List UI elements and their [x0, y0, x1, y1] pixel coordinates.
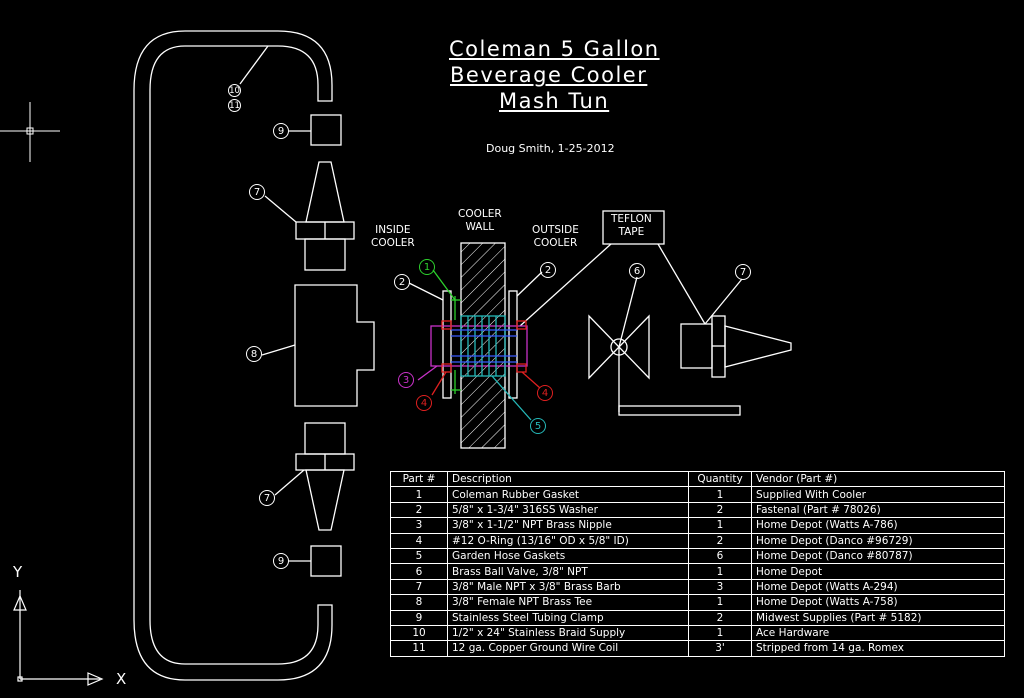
- bom-cell: 8: [390, 594, 448, 611]
- bom-header-quantity: Quantity: [688, 470, 752, 488]
- bom-cell: 1: [390, 486, 448, 503]
- callout-3: 3: [398, 372, 414, 388]
- bom-header-row: Part # Description Quantity Vendor (Part…: [390, 470, 1005, 488]
- bom-cell: 1/2" x 24" Stainless Braid Supply: [447, 624, 689, 642]
- bom-cell: #12 O-Ring (13/16" OD x 5/8" ID): [447, 532, 689, 549]
- bom-header-vendor: Vendor (Part #): [751, 470, 1005, 488]
- callout-11: 11: [228, 99, 241, 112]
- clamp-top: [310, 114, 342, 146]
- braid-loop: [133, 30, 333, 681]
- callout-4-inside: 4: [416, 395, 432, 411]
- bom-cell: 1: [688, 624, 752, 642]
- bom-cell: Stainless Steel Tubing Clamp: [447, 609, 689, 626]
- bom-cell: 1: [688, 563, 752, 580]
- title-line-3: Mash Tun: [499, 89, 610, 113]
- barb-bottom: [304, 422, 346, 455]
- bom-cell: 1: [688, 486, 752, 503]
- bom-cell: 10: [390, 624, 448, 642]
- ucs-y-label: Y: [13, 563, 23, 581]
- bom-cell: Home Depot (Watts A-294): [751, 578, 1005, 596]
- bill-of-materials: Part # Description Quantity Vendor (Part…: [390, 470, 1005, 657]
- callout-7-top: 7: [249, 184, 265, 200]
- bom-cell: 9: [390, 609, 448, 626]
- bom-cell: Supplied With Cooler: [751, 486, 1005, 503]
- bom-header-description: Description: [447, 470, 689, 488]
- clamp-bottom: [310, 545, 342, 577]
- bom-cell: Fastenal (Part # 78026): [751, 501, 1005, 519]
- bom-cell: Home Depot (Watts A-786): [751, 517, 1005, 534]
- barb-right: [680, 323, 713, 369]
- bom-cell: 3: [688, 578, 752, 596]
- callout-2-inside: 2: [394, 274, 410, 290]
- callout-5: 5: [530, 418, 546, 434]
- title-line-2: Beverage Cooler: [450, 63, 648, 87]
- callout-7-right: 7: [735, 264, 751, 280]
- bom-cell: Home Depot: [751, 563, 1005, 580]
- bom-cell: Ace Hardware: [751, 624, 1005, 642]
- bom-cell: 7: [390, 578, 448, 596]
- bom-cell: 1: [688, 594, 752, 611]
- bom-cell: 6: [390, 563, 448, 580]
- title-line-1: Coleman 5 Gallon: [449, 37, 660, 61]
- bom-cell: Garden Hose Gaskets: [447, 547, 689, 565]
- callout-7-bottom: 7: [259, 490, 275, 506]
- bom-cell: 5: [390, 547, 448, 565]
- barb-top: [305, 161, 345, 223]
- callout-1: 1: [419, 259, 435, 275]
- bom-cell: 11: [390, 640, 448, 657]
- bom-cell: 3/8" x 1-1/2" NPT Brass Nipple: [447, 517, 689, 534]
- author-date: Doug Smith, 1-25-2012: [486, 142, 615, 155]
- bom-cell: 12 ga. Copper Ground Wire Coil: [447, 640, 689, 657]
- bom-cell: 6: [688, 547, 752, 565]
- bom-cell: 3/8" Male NPT x 3/8" Brass Barb: [447, 578, 689, 596]
- callout-9-top: 9: [273, 123, 289, 139]
- ball-valve: [588, 314, 650, 380]
- bom-cell: 2: [390, 501, 448, 519]
- callout-6: 6: [629, 263, 645, 279]
- bom-cell: 2: [688, 501, 752, 519]
- bom-cell: Stripped from 14 ga. Romex: [751, 640, 1005, 657]
- bom-cell: 2: [688, 609, 752, 626]
- callout-10: 10: [228, 84, 241, 97]
- bom-cell: 1: [688, 517, 752, 534]
- callout-2-outside: 2: [540, 262, 556, 278]
- bom-cell: 3': [688, 640, 752, 657]
- callout-4-outside: 4: [537, 385, 553, 401]
- bom-cell: 2: [688, 532, 752, 549]
- bom-cell: Brass Ball Valve, 3/8" NPT: [447, 563, 689, 580]
- bom-cell: 3: [390, 517, 448, 534]
- bom-cell: 3/8" Female NPT Brass Tee: [447, 594, 689, 611]
- bom-cell: Midwest Supplies (Part # 5182): [751, 609, 1005, 626]
- callout-8: 8: [246, 346, 262, 362]
- bom-cell: Home Depot (Danco #96729): [751, 532, 1005, 549]
- bom-cell: Home Depot (Watts A-758): [751, 594, 1005, 611]
- bom-cell: Home Depot (Danco #80787): [751, 547, 1005, 565]
- tee-body: [294, 284, 375, 407]
- callout-9-bottom: 9: [273, 553, 289, 569]
- bom-cell: 4: [390, 532, 448, 549]
- bom-cell: Coleman Rubber Gasket: [447, 486, 689, 503]
- bom-header-part: Part #: [390, 470, 448, 488]
- bom-cell: 5/8" x 1-3/4" 316SS Washer: [447, 501, 689, 519]
- ucs-x-label: X: [116, 670, 127, 688]
